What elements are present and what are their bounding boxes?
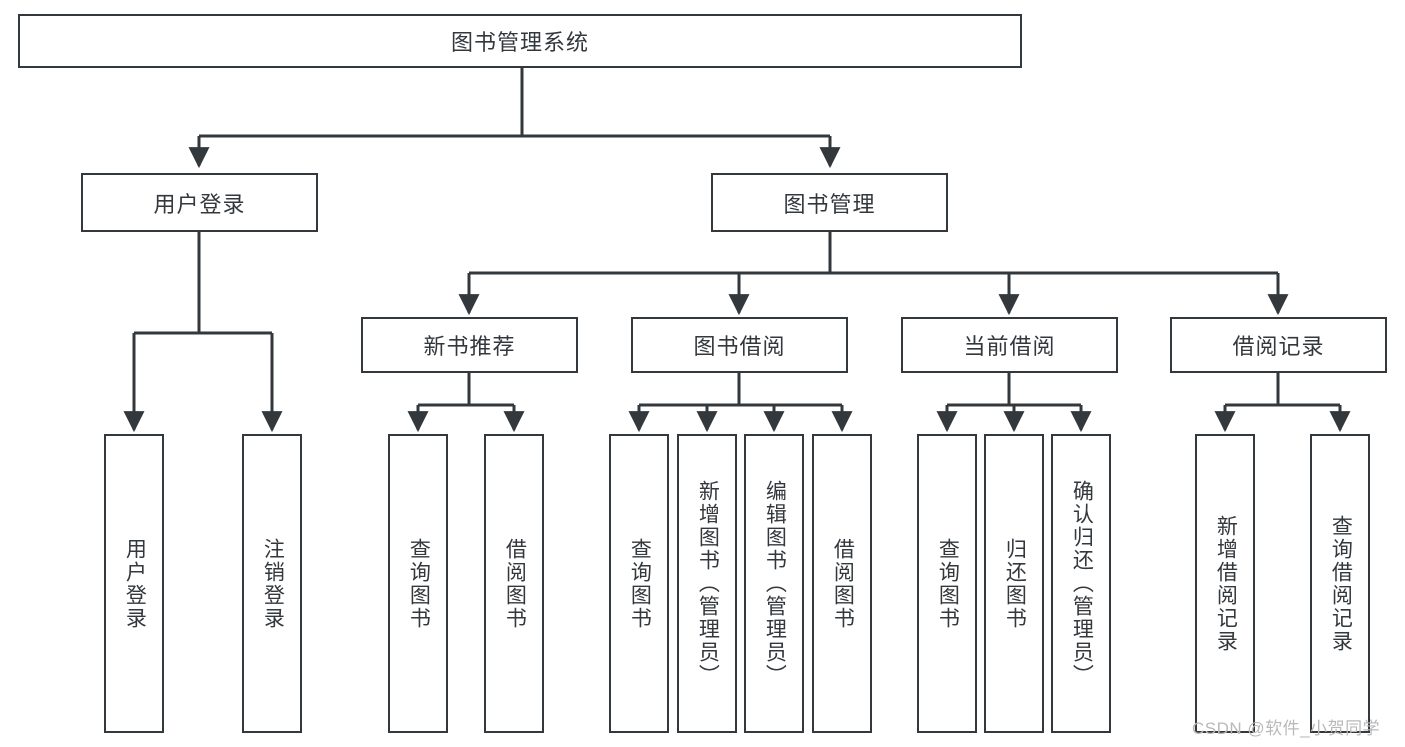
leaf-current-borrow-return[interactable]: 归还图书 xyxy=(984,434,1044,733)
node-label: 查询借阅记录 xyxy=(1329,514,1353,653)
node-label: 确认归还（管理员） xyxy=(1070,480,1094,687)
leaf-user-login-login[interactable]: 用户登录 xyxy=(104,434,164,733)
node-label: 新增借阅记录 xyxy=(1214,514,1238,653)
node-label: 借阅图书 xyxy=(831,537,855,630)
leaf-book-borrow-query[interactable]: 查询图书 xyxy=(609,434,669,733)
leaf-book-borrow-add[interactable]: 新增图书（管理员） xyxy=(677,434,737,733)
node-book-borrow[interactable]: 图书借阅 xyxy=(631,317,848,373)
leaf-current-borrow-confirm-return[interactable]: 确认归还（管理员） xyxy=(1051,434,1111,733)
node-label: 新增图书（管理员） xyxy=(696,480,720,687)
node-label: 借阅记录 xyxy=(1232,334,1325,359)
leaf-user-login-logout[interactable]: 注销登录 xyxy=(242,434,302,733)
leaf-book-borrow-edit[interactable]: 编辑图书（管理员） xyxy=(744,434,804,733)
node-borrow-record[interactable]: 借阅记录 xyxy=(1170,317,1387,373)
node-label: 归还图书 xyxy=(1003,537,1027,630)
node-user-login[interactable]: 用户登录 xyxy=(81,173,318,232)
leaf-new-book-borrow[interactable]: 借阅图书 xyxy=(484,434,544,733)
node-label: 借阅图书 xyxy=(503,537,527,630)
node-label: 查询图书 xyxy=(936,537,960,630)
node-label: 注销登录 xyxy=(261,537,285,630)
node-label: 图书管理 xyxy=(783,191,876,217)
node-root-system[interactable]: 图书管理系统 xyxy=(18,14,1022,68)
leaf-borrow-record-add[interactable]: 新增借阅记录 xyxy=(1195,434,1255,733)
node-label: 当前借阅 xyxy=(963,334,1056,359)
node-current-borrow[interactable]: 当前借阅 xyxy=(901,317,1118,373)
leaf-current-borrow-query[interactable]: 查询图书 xyxy=(917,434,977,733)
leaf-borrow-record-query[interactable]: 查询借阅记录 xyxy=(1310,434,1370,733)
node-label: 编辑图书（管理员） xyxy=(763,480,787,687)
node-label: 图书管理系统 xyxy=(450,30,589,55)
node-label: 查询图书 xyxy=(628,537,652,630)
node-label: 用户登录 xyxy=(153,191,246,217)
leaf-book-borrow-borrow[interactable]: 借阅图书 xyxy=(812,434,872,733)
node-label: 查询图书 xyxy=(407,537,431,630)
node-label: 新书推荐 xyxy=(423,334,516,359)
leaf-new-book-query[interactable]: 查询图书 xyxy=(388,434,448,733)
node-label: 图书借阅 xyxy=(693,334,786,359)
node-book-management[interactable]: 图书管理 xyxy=(711,173,948,232)
node-new-book-recommend[interactable]: 新书推荐 xyxy=(361,317,578,373)
node-label: 用户登录 xyxy=(123,537,147,630)
